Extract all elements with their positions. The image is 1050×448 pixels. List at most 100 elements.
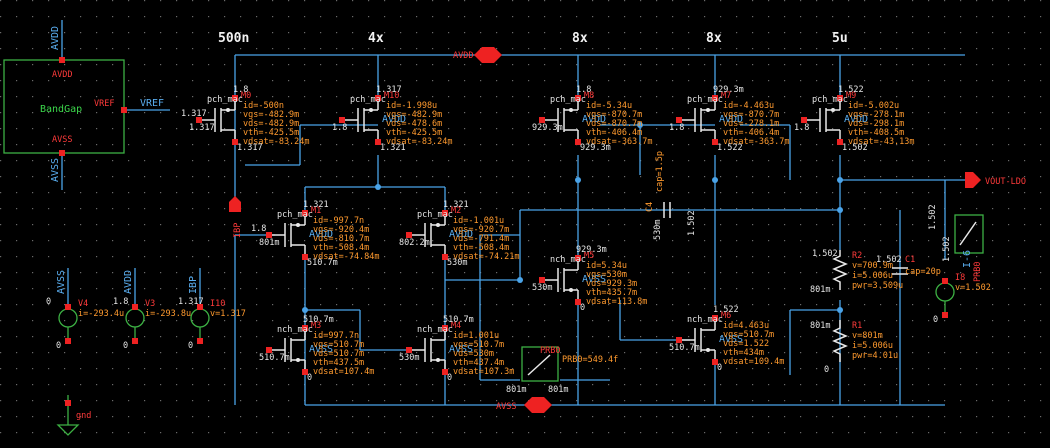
net-wires (234, 55, 965, 405)
transistor-m7[interactable]: M7pch_macAVDDid=-4.463uvgs=-870.7mvds=-2… (669, 85, 790, 153)
source-bot-volt: 0 (933, 315, 938, 325)
pin-voltage: 1.8 (794, 123, 809, 133)
transistor-m4[interactable]: M4nch_macAVSSid=1.001uvgs=510.7mvds=530m… (399, 315, 514, 383)
mult-m8: 8x (572, 31, 588, 46)
op-point-line: vdsat=-83.24m (386, 137, 453, 147)
pin-voltage: 0 (580, 303, 585, 313)
bandgap-label: BandGap (40, 104, 82, 115)
op-point-line: id=5.34u (586, 261, 627, 271)
transistor-id: M8 (584, 91, 594, 101)
probe-i6[interactable]: 1.502 1.502 I-6 PRB0 (928, 204, 984, 282)
probe-prb0[interactable]: PRB0 PRB0=549.4f 801m 801m (506, 346, 618, 395)
r2-name: R2 (852, 251, 862, 261)
op-point-line: vgs=510.7m (453, 340, 504, 350)
pin-voltage: 1.522 (838, 85, 864, 95)
avdd-rail-label: AVDD (453, 51, 473, 61)
transistor-m10[interactable]: M10pch_macAVDDid=-1.998uvgs=-482.9mvds=-… (332, 85, 453, 153)
op-point-line: vdsat=107.3m (453, 367, 514, 377)
op-point-line: vgs=510.7m (313, 340, 364, 350)
transistor-m5[interactable]: M5nch_macAVSSid=5.34uvgs=530mvds=929.3mv… (532, 245, 647, 313)
transistor-type: pch_mac (417, 210, 453, 220)
bandgap-pin-vref: VREF (94, 99, 114, 109)
transistor-m1[interactable]: M1pch_macAVDDid=-997.7nvgs=-920.4mvds=-8… (251, 200, 380, 268)
c1-value: cap=20p (905, 267, 941, 277)
source-net-label: AVSS (56, 270, 67, 294)
bandgap-symbol[interactable]: BandGap AVDD AVSS VREF VREF AVDD AVSS (3, 20, 170, 190)
op-point-line: vth=434m (723, 348, 764, 358)
prb0-right-volt: 801m (548, 385, 568, 395)
op-point-line: vds=929.3m (586, 279, 637, 289)
op-point-line: vth=-508.4m (453, 243, 509, 253)
vout-pin[interactable]: VOUT-LDO (965, 172, 1026, 188)
transistor-type: pch_mac (207, 95, 243, 105)
resistor-r2[interactable]: 1.502 801m R2 v=700.9m i=5.006u pwr=3.50… (810, 249, 903, 295)
op-point-line: vds=1.522 (723, 339, 769, 349)
transistor-id: M7 (721, 91, 731, 101)
transistor-substrate: AVDD (382, 114, 406, 125)
pin-voltage: 510.7m (307, 258, 338, 268)
op-point-line: vgs=-482.9m (243, 110, 299, 120)
avss-rail-label: AVSS (496, 402, 516, 412)
source-bot-volt: 0 (56, 341, 61, 351)
source-net-label: AVDD (123, 270, 134, 294)
net-vref-label: VREF (140, 98, 164, 109)
probe-left-volt-2: 1.502 (942, 236, 952, 262)
pin-voltage: 1.317 (237, 143, 263, 153)
op-point-line: vgs=-482.9m (386, 110, 442, 120)
probe-prb-label: PRB0 (973, 262, 983, 282)
cap-c1[interactable]: 1.502 C1 cap=20p (876, 255, 941, 277)
pin-voltage: 1.317 (189, 123, 215, 133)
r2-bot-volt: 801m (810, 285, 830, 295)
op-point-line: vth=-425.5m (386, 128, 442, 138)
transistor-m2[interactable]: M2pch_macAVDDid=-1.001uvgs=-920.7mvds=-7… (399, 200, 520, 268)
source-value: i=-293.8u (145, 309, 191, 319)
transistor-id: M3 (311, 321, 321, 331)
op-point-line: vgs=-870.7m (723, 110, 779, 120)
op-point-line: vdsat=107.4m (313, 367, 374, 377)
transistor-m3[interactable]: M3nch_macAVSSid=997.7nvgs=510.7mvds=510.… (259, 315, 374, 383)
ground-symbol[interactable]: gnd (56, 395, 91, 436)
transistor-m6[interactable]: M6nch_macAVSSid=4.463uvgs=510.7mvds=1.52… (669, 305, 784, 373)
r1-line-0: v=801m (852, 331, 883, 341)
source-name: I10 (210, 299, 225, 309)
op-point-line: vth=-406.4m (723, 128, 779, 138)
output-arrow-icon (965, 172, 981, 188)
transistor-substrate: AVSS (582, 274, 606, 285)
transistor-substrate: AVDD (582, 114, 606, 125)
mult-m9: 5u (832, 31, 848, 46)
op-point-line: id=-1.001u (453, 216, 504, 226)
c4-value: cap=1.5p (655, 151, 665, 192)
resistor-r1[interactable]: 801m 0 R1 v=801m i=5.006u pwr=4.01u (810, 320, 898, 375)
pin-voltage: 530m (447, 258, 467, 268)
ibp-pin[interactable]: IBP (229, 196, 243, 238)
transistor-substrate: AVSS (719, 334, 743, 345)
transistor-m0[interactable]: M0pch_macid=-500nvgs=-482.9mvds=-482.9mv… (181, 85, 310, 153)
op-point-line: vgs=-920.7m (453, 225, 509, 235)
cap-c4[interactable]: C4 cap=1.5p 530m 1.502 (645, 151, 697, 240)
transistor-type: pch_mac (550, 95, 586, 105)
source-net-label: IBP (188, 276, 199, 294)
pin-voltage: 929.3m (580, 143, 611, 153)
c4-right-volt: 1.502 (687, 210, 697, 236)
op-point-line: vth=-425.5m (243, 128, 299, 138)
transistor-substrate: AVSS (449, 344, 473, 355)
bandgap-net-avss: AVSS (50, 158, 61, 182)
pin-voltage: 929.3m (576, 245, 607, 255)
rails: AVDD AVSS (235, 47, 965, 413)
pin-voltage: 1.8 (251, 224, 266, 234)
r1-line-1: i=5.006u (852, 341, 893, 351)
op-point-line: id=4.463u (723, 321, 769, 331)
r2-line-1: i=5.006u (852, 271, 893, 281)
ground-label: gnd (76, 411, 91, 421)
op-point-line: vdsat=-363.7m (723, 137, 790, 147)
transistor-substrate: AVDD (309, 229, 333, 240)
transistor-m8[interactable]: M8pch_macAVDDid=-5.34uvgs=-870.7mvds=-87… (532, 85, 653, 153)
transistor-m9[interactable]: M9pch_macAVDDid=-5.002uvgs=-278.1mvds=-2… (794, 85, 915, 153)
transistor-type: nch_mac (277, 325, 313, 335)
